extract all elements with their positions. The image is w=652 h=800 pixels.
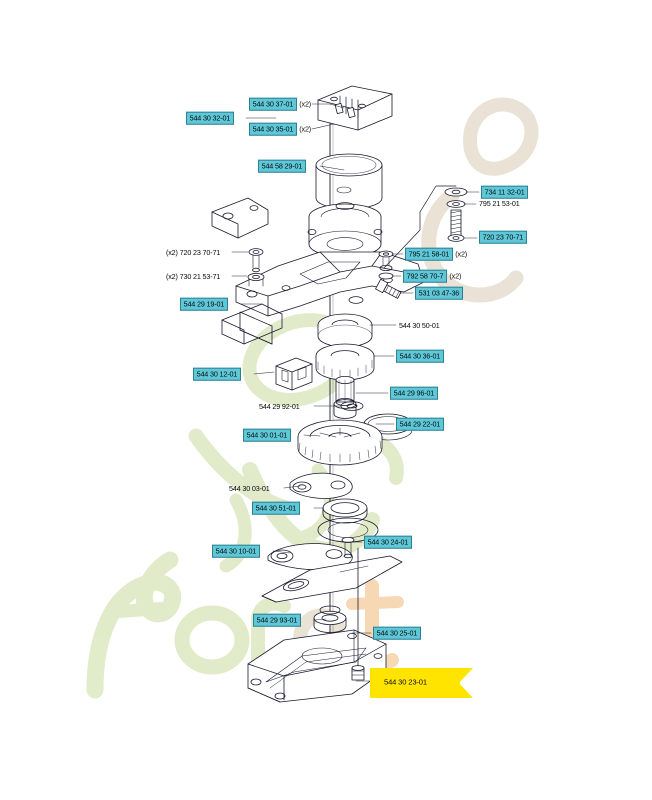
part-callout-l26[interactable]: 544 29 96-01 bbox=[390, 386, 438, 400]
part-quantity: (x2) bbox=[299, 99, 312, 109]
part-callout-l20[interactable]: 720 23 70-71 bbox=[479, 230, 527, 244]
part-callout-l17[interactable]: 544 30 23-01 bbox=[376, 674, 435, 692]
part-callout-l08[interactable]: 544 30 12-01 bbox=[193, 367, 241, 381]
part-callout-l01[interactable]: 544 30 32-01 bbox=[186, 111, 234, 125]
part-number: 544 30 35-01 bbox=[249, 122, 297, 136]
part-callout-l04[interactable]: 544 58 29-01 bbox=[258, 159, 306, 173]
small-block-part bbox=[275, 357, 313, 391]
part-callout-l24[interactable]: 544 30 50-01 bbox=[398, 320, 441, 330]
part-callout-l16[interactable]: 544 30 25-01 bbox=[373, 626, 421, 640]
part-number: (x2) 720 23 70-71 bbox=[166, 247, 221, 257]
part-quantity: (x2) bbox=[299, 124, 312, 134]
part-number: 544 30 03-01 bbox=[229, 483, 270, 493]
part-number: 544 30 12-01 bbox=[193, 367, 241, 381]
part-quantity: (x2) bbox=[455, 249, 468, 259]
part-number: 544 30 37-01 bbox=[249, 97, 297, 111]
part-quantity: (x2) bbox=[449, 271, 462, 281]
part-number: 544 29 19-01 bbox=[180, 297, 228, 311]
part-callout-l09[interactable]: 544 29 92-01 bbox=[258, 401, 301, 411]
part-callout-l14[interactable]: 544 30 24-01 bbox=[364, 535, 412, 549]
part-number: 544 30 01-01 bbox=[243, 428, 291, 442]
pulley-stack bbox=[267, 313, 413, 633]
mower-deck-housing bbox=[247, 629, 387, 703]
part-number: 795 21 58-01 bbox=[405, 247, 453, 261]
part-callout-l06[interactable]: (x2) 730 21 53-71 bbox=[165, 271, 221, 281]
part-number: 544 29 96-01 bbox=[390, 386, 438, 400]
part-number: 544 30 51-01 bbox=[252, 501, 300, 515]
chassis-frame bbox=[211, 197, 425, 345]
part-number: 734 11 32-01 bbox=[481, 185, 529, 199]
part-number: 544 30 36-01 bbox=[396, 349, 444, 363]
cutting-blade bbox=[261, 555, 403, 603]
part-number: (x2) 730 21 53-71 bbox=[166, 271, 221, 281]
deck-long-bolt bbox=[351, 547, 365, 681]
part-number: 544 30 50-01 bbox=[399, 320, 440, 330]
bearing-tower bbox=[307, 202, 383, 258]
part-number: 544 29 92-01 bbox=[259, 401, 300, 411]
part-callout-l15[interactable]: 544 29 93-01 bbox=[253, 613, 301, 627]
part-callout-l23[interactable]: 531 03 47-36 bbox=[415, 286, 463, 300]
part-callout-l11[interactable]: 544 30 03-01 bbox=[228, 483, 271, 493]
part-number: 544 29 93-01 bbox=[253, 613, 301, 627]
part-number: 544 30 24-01 bbox=[364, 535, 412, 549]
part-callout-l10[interactable]: 544 30 01-01 bbox=[243, 428, 291, 442]
part-callout-l19[interactable]: 795 21 53-01 bbox=[478, 198, 521, 208]
part-number: 544 30 32-01 bbox=[186, 111, 234, 125]
part-callout-l18[interactable]: 734 11 32-01 bbox=[481, 185, 529, 199]
top-motor-block bbox=[317, 85, 393, 131]
highlight-banner-tail bbox=[455, 668, 473, 698]
part-number: 720 23 70-71 bbox=[479, 230, 527, 244]
part-number: 795 21 53-01 bbox=[479, 198, 520, 208]
part-callout-l05[interactable]: (x2) 720 23 70-71 bbox=[165, 247, 221, 257]
part-callout-l13[interactable]: 544 30 10-01 bbox=[212, 544, 260, 558]
part-number: 792 58 70-7 bbox=[403, 269, 447, 283]
part-number: 531 03 47-36 bbox=[415, 286, 463, 300]
part-number: 544 30 25-01 bbox=[373, 626, 421, 640]
part-number: 544 29 22-01 bbox=[396, 417, 444, 431]
part-callout-l03[interactable]: 544 30 35-01(x2) bbox=[249, 122, 312, 136]
part-callout-l07[interactable]: 544 29 19-01 bbox=[180, 297, 228, 311]
part-callout-l25[interactable]: 544 30 36-01 bbox=[396, 349, 444, 363]
cylinder-housing bbox=[315, 153, 383, 210]
part-callout-l02[interactable]: 544 30 37-01(x2) bbox=[249, 97, 312, 111]
part-number: 544 58 29-01 bbox=[258, 159, 306, 173]
part-callout-l22[interactable]: 792 58 70-7(x2) bbox=[403, 269, 462, 283]
left-fastener-stack bbox=[247, 248, 265, 287]
part-number: 544 30 10-01 bbox=[212, 544, 260, 558]
part-number: 544 30 23-01 bbox=[376, 674, 435, 692]
part-callout-l27[interactable]: 544 29 22-01 bbox=[396, 417, 444, 431]
part-callout-l21[interactable]: 795 21 58-01(x2) bbox=[405, 247, 468, 261]
part-callout-l12[interactable]: 544 30 51-01 bbox=[252, 501, 300, 515]
